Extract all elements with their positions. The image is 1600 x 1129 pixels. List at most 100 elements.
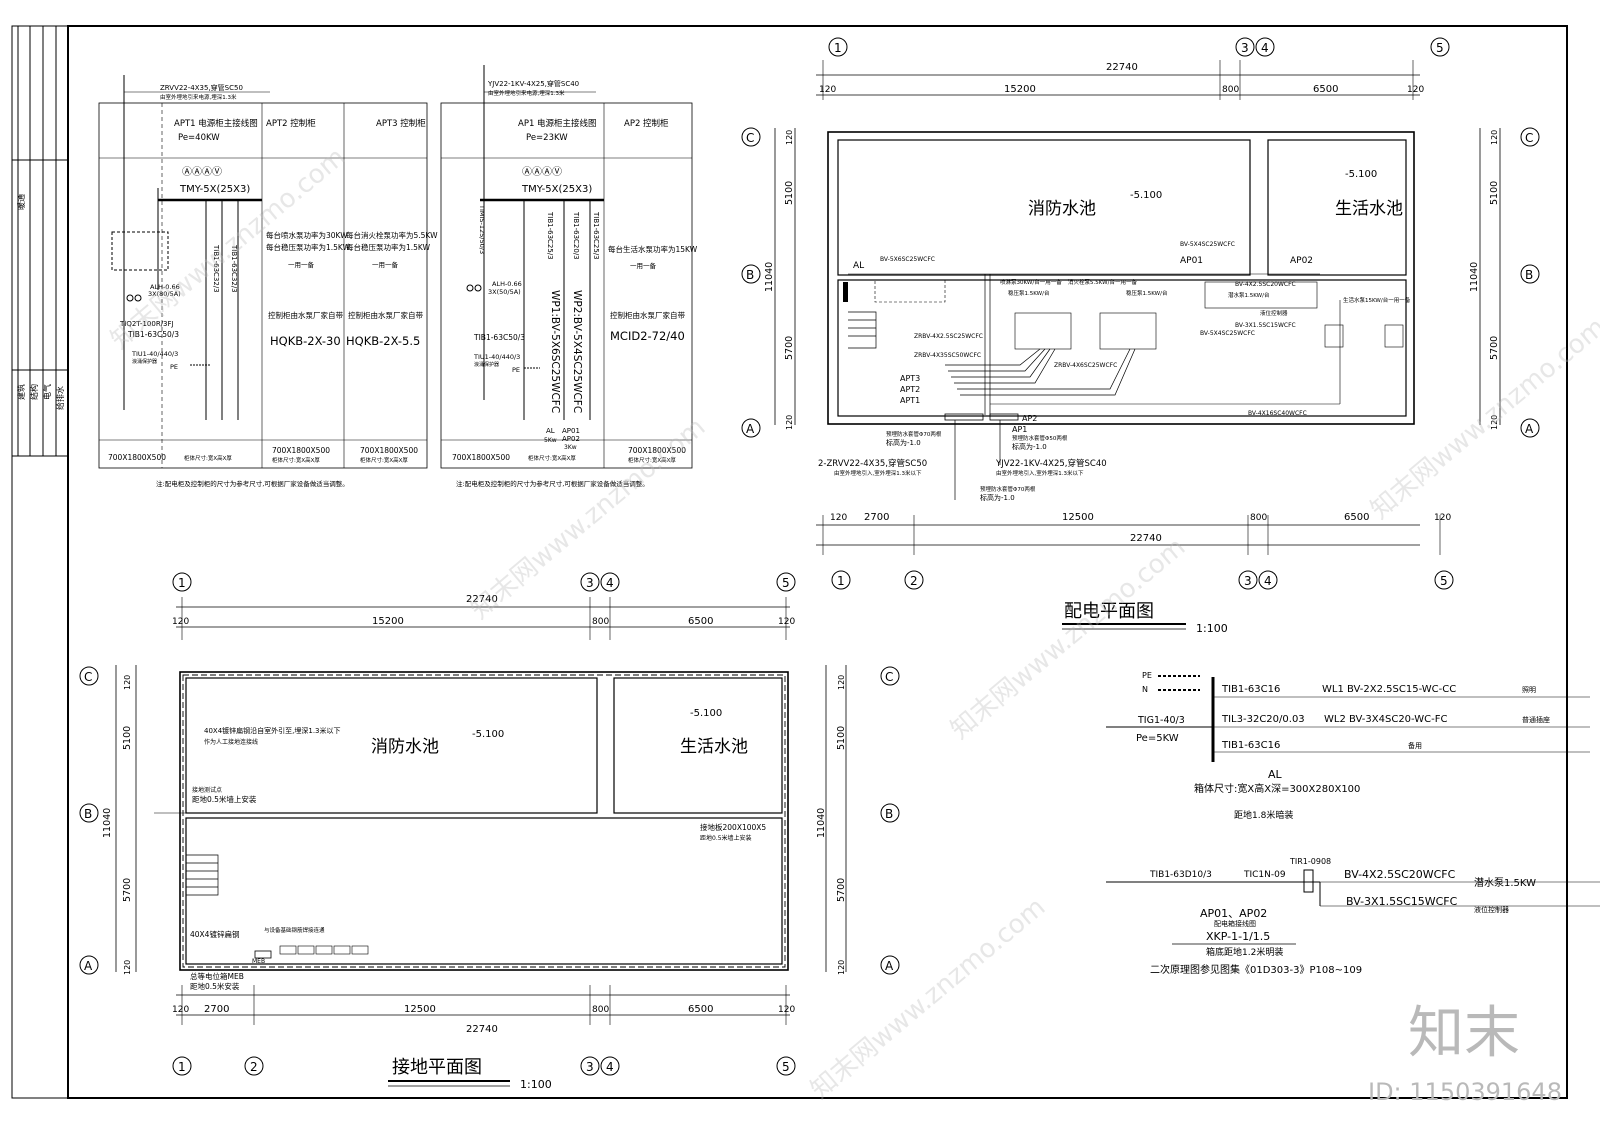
- breaker-label: TIB1-63C32/3: [230, 244, 238, 293]
- ground-note: 距地0.5米墙上安装: [700, 834, 752, 842]
- axis-label: A: [1525, 422, 1534, 436]
- wire-label: WL2 BV-3X4SC20-WC-FC: [1324, 714, 1447, 725]
- dim: 15200: [372, 616, 404, 627]
- dim: 120: [837, 960, 846, 975]
- dim: 11040: [764, 262, 775, 292]
- dim: 120: [830, 513, 847, 523]
- dim: 120: [1490, 415, 1499, 430]
- wire-label: BV-5X4SC25WCFC: [1200, 330, 1255, 337]
- wire-label: ZRBV-4X6SC25WCFC: [1054, 362, 1117, 369]
- dim: 800: [592, 1005, 609, 1015]
- dim: 120: [778, 1005, 795, 1015]
- pump-desc: 每台生活水泵功率为15KW: [608, 244, 698, 254]
- ground-note: 作为人工接地连接线: [204, 738, 258, 746]
- ctrl-model: HQKB-2X-5.5: [346, 334, 420, 348]
- mount-note: 距地1.8米暗装: [1234, 809, 1293, 821]
- sleeve-note: 标高为-1.0: [980, 493, 1015, 502]
- dim-total: 22740: [1106, 62, 1138, 73]
- sleeve-note: 预埋防水套管Φ50两根: [1012, 434, 1068, 442]
- relay-label: TIR1-0908: [1289, 857, 1331, 866]
- busbar-label: TMY-5X(25X3): [179, 184, 250, 195]
- axis-label: 1: [178, 1060, 186, 1074]
- dim: 120: [785, 130, 794, 145]
- ctrl-note: 控制柜由水泵厂家自带: [348, 310, 423, 320]
- dim: 5100: [1489, 181, 1500, 205]
- pump-desc: 每台稳压泵功率为1.5KW: [346, 242, 431, 252]
- spd-note: 浪涌保护器: [474, 361, 499, 368]
- panel-power: Pe=40KW: [178, 133, 220, 143]
- n-label: N: [1142, 685, 1148, 694]
- level: -5.100: [472, 729, 504, 740]
- ground-note: 40X4镀锌扁钢沿自室外引至,埋深1.3米以下: [204, 726, 341, 735]
- axis-label: B: [885, 807, 893, 821]
- cable-note: 由室外埋地引来电源,埋深1.3米: [160, 93, 237, 101]
- wire-label: BV-4X2.5SC20WCFC: [1235, 281, 1296, 288]
- cabinet-size: 700X1800X500: [628, 446, 686, 455]
- title-block: 建筑 结构 电气 给排水 暖通: [16, 194, 65, 410]
- box-name: AP01、AP02: [1200, 907, 1267, 920]
- ground-note: 与设备基础钢筋焊接连通: [264, 926, 325, 934]
- cabinet-size: 700X1800X500: [272, 446, 330, 455]
- ap-box-diagram: TIB1-63D10/3 TIC1N-09 TIR1-0908 BV-4X2.5…: [1106, 857, 1600, 976]
- ground-note: 总等电位箱MEB: [190, 971, 244, 981]
- pump-desc: 每台喷水泵功率为30KW: [266, 230, 348, 240]
- load-label: AP02: [562, 435, 580, 443]
- breaker-label: TIB1-63C32/3: [212, 244, 220, 293]
- level: -5.100: [1345, 169, 1377, 180]
- axis-label: 1: [178, 576, 186, 590]
- sleeve-note: 预埋防水套管Φ70两根: [886, 430, 942, 438]
- axis-label: 1: [834, 41, 842, 55]
- watermark-id: ID: 1150391648: [1368, 1078, 1562, 1106]
- ctrl-note: 控制柜由水泵厂家自带: [610, 310, 685, 320]
- axis-label: 3: [1244, 574, 1252, 588]
- panel-schematic-ap: YJV22-1KV-4X25,穿管SC40 由室外埋地引来电源,埋深1.3米 A…: [440, 65, 698, 488]
- dim: 800: [592, 617, 609, 627]
- breaker-label: TIB1-63C25/3: [546, 211, 554, 260]
- dim: 5100: [784, 181, 795, 205]
- box-size: 箱体尺寸:宽X高X深=300X280X100: [1194, 782, 1360, 795]
- axis-label: C: [885, 670, 893, 684]
- pump-desc: 一用一备: [630, 261, 657, 270]
- level: -5.100: [690, 708, 722, 719]
- ctrl-note: 控制柜由水泵厂家自带: [268, 310, 343, 320]
- axis-label: C: [746, 131, 754, 145]
- cable-note: 由室外埋地引入,室外埋深1.3米以下: [834, 469, 922, 477]
- box-sub: 配电箱接线图: [1214, 919, 1256, 928]
- dim: 5700: [784, 336, 795, 360]
- main-breaker: TIG1-40/3: [1137, 715, 1185, 726]
- watermark-site: 知末网www.znzmo.com: [945, 532, 1191, 745]
- cabinet-size-note: 柜体尺寸:宽X高X厚: [528, 454, 576, 462]
- dim: 5100: [836, 726, 847, 750]
- cable-label: YJV22-1KV-4X25,穿管SC40: [487, 79, 579, 88]
- dim: 11040: [816, 808, 827, 838]
- breaker-label: TIB1-63C20/3: [572, 211, 580, 260]
- spd-label: TIU1-40/440/3: [131, 350, 178, 358]
- spd-note: 浪涌保护器: [132, 358, 157, 365]
- watermark-site: 知末网www.znzmo.com: [1365, 312, 1600, 525]
- use-label: 潜水泵1.5KW: [1474, 876, 1536, 889]
- ground-note: 距地0.5米墙上安装: [192, 794, 257, 804]
- box-label: AP01: [1180, 256, 1203, 266]
- axis-label: 3: [586, 576, 594, 590]
- room-fire-pool: 消防水池: [1028, 199, 1096, 219]
- room-fire-pool: 消防水池: [371, 737, 439, 757]
- box-label: AP02: [1290, 256, 1313, 266]
- dim: 800: [1250, 513, 1267, 523]
- wire-label: BV-4X16SC40WCFC: [1248, 410, 1307, 417]
- pump-desc: 一用一备: [372, 260, 399, 269]
- axis-label: A: [885, 959, 894, 973]
- contactor-label: TIC1N-09: [1243, 870, 1286, 880]
- title-cell: 结构: [29, 384, 39, 400]
- pe-label: PE: [512, 366, 520, 374]
- wire-label: BV-3X1.5SC15WCFC: [1346, 895, 1458, 908]
- sleeve-note: 标高为-1.0: [1012, 442, 1047, 451]
- dim-total: 22740: [466, 594, 498, 605]
- axis-label: B: [84, 807, 92, 821]
- ct-label: 3X(80/5A): [148, 290, 181, 298]
- breaker-label: TIQ2T-100R/3FJ: [119, 320, 174, 328]
- cabinet-size: 700X1800X500: [108, 453, 166, 462]
- panel-note: 注:配电柜及控制柜的尺寸为参考尺寸,可根据厂家设备做适当调整。: [156, 479, 349, 488]
- axis-label: 5: [782, 1060, 790, 1074]
- pe-label: PE: [1142, 671, 1152, 680]
